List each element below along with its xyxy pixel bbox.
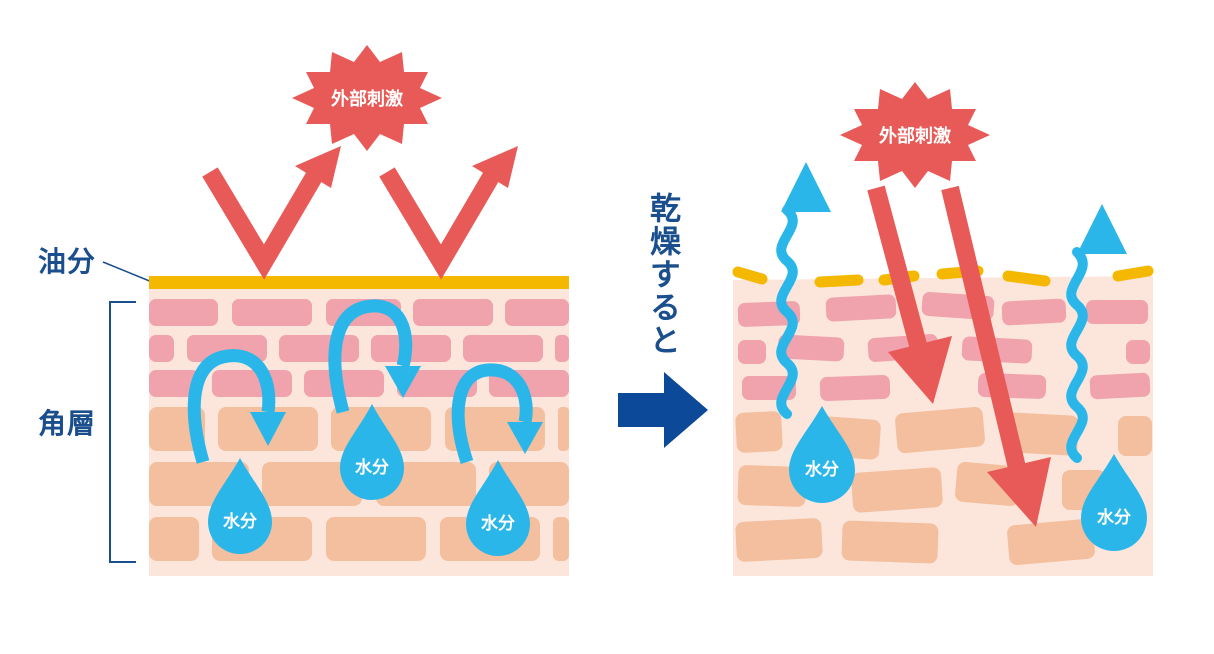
reflected-stimulus-arrowheads	[295, 146, 518, 188]
dry-skin-panel: 水分 水分 外部刺激	[732, 82, 1154, 576]
escaping-water-arrows	[776, 205, 1088, 463]
stratum-corneum-label: 角層	[38, 407, 97, 440]
water-drops	[208, 404, 530, 556]
external-stimulus-label: 外部刺激	[331, 88, 403, 110]
oil-layer	[149, 276, 569, 289]
water-label: 水分	[481, 513, 515, 534]
transition-arrow	[618, 372, 708, 448]
water-label: 水分	[223, 511, 257, 532]
transition-text: 乾燥すると	[644, 192, 680, 357]
water-drop	[340, 404, 404, 500]
dry-water-drops	[789, 406, 1147, 551]
water-label: 水分	[1097, 507, 1131, 528]
water-circulation-arrowheads	[250, 366, 543, 454]
escaping-water-arrowheads	[781, 162, 1127, 254]
water-drop	[1081, 454, 1147, 551]
reflected-stimulus-arrows	[202, 165, 503, 280]
stratum-bracket	[109, 301, 136, 563]
water-drop	[466, 460, 530, 556]
water-circulation-arrows	[187, 299, 533, 465]
external-stimulus-burst	[840, 82, 990, 188]
water-label: 水分	[355, 457, 389, 478]
water-label: 水分	[805, 459, 839, 480]
external-stimulus-burst	[292, 45, 442, 151]
water-drop	[789, 406, 855, 503]
water-drop	[208, 458, 272, 554]
penetrating-stimulus-arrowheads	[888, 336, 1051, 527]
external-stimulus-label: 外部刺激	[879, 125, 951, 147]
oil-label: 油分	[38, 245, 97, 278]
oil-leader-line	[102, 261, 153, 283]
healthy-skin-panel: 水分 水分 水分 外部刺激	[102, 45, 569, 576]
penetrating-stimulus-arrows	[867, 185, 1028, 479]
